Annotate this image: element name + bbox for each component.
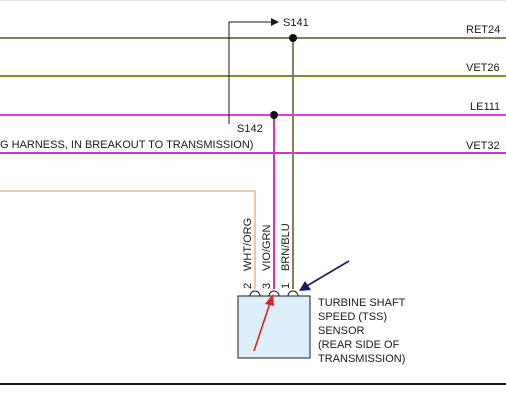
wire-vet26-label: VET26 [466,62,500,74]
splice-s142-dot [270,111,278,119]
connector-pin-3-arc [268,290,280,297]
sensor-label-line-4: (REAR SIDE OF [318,339,400,351]
navy-annotation-arrow-head [299,281,311,291]
splice-s142-label: S142 [237,123,263,135]
pin-3-number: 3 [261,283,273,289]
pin-1-number: 1 [280,283,292,289]
wire-vet32-label: VET32 [466,140,500,152]
red-annotation-arrow-shaft [253,299,272,352]
sensor-label-line-2: SPEED (TSS) [318,311,387,323]
wire-le111-label: LE111 [470,101,500,113]
connector-pin-2-arc [249,290,261,297]
harness-note: G HARNESS, IN BREAKOUT TO TRANSMISSION) [0,139,253,151]
sensor-label-line-3: SENSOR [318,325,365,337]
pin-3-wire-label: VIO/GRN [261,224,273,271]
sensor-label-line-1: TURBINE SHAFT [318,297,406,309]
tss-sensor-box [237,295,311,359]
wire-wht-org-drop [0,190,256,289]
splice-s141-label: S141 [283,17,309,29]
connector-pin-1-arc [287,290,299,297]
wire-ret24-label: RET24 [466,24,500,36]
red-annotation-arrow-head [265,294,274,306]
sensor-label-line-5: TRANSMISSION) [318,353,405,365]
pin-2-number: 2 [242,283,254,289]
s141-leader-line [228,18,279,124]
pin-1-wire-label: BRN/BLU [280,223,292,271]
navy-annotation-arrow-shaft [304,260,350,288]
pin-2-wire-label: WHT/ORG [242,218,254,271]
splice-s141-dot [289,34,297,42]
